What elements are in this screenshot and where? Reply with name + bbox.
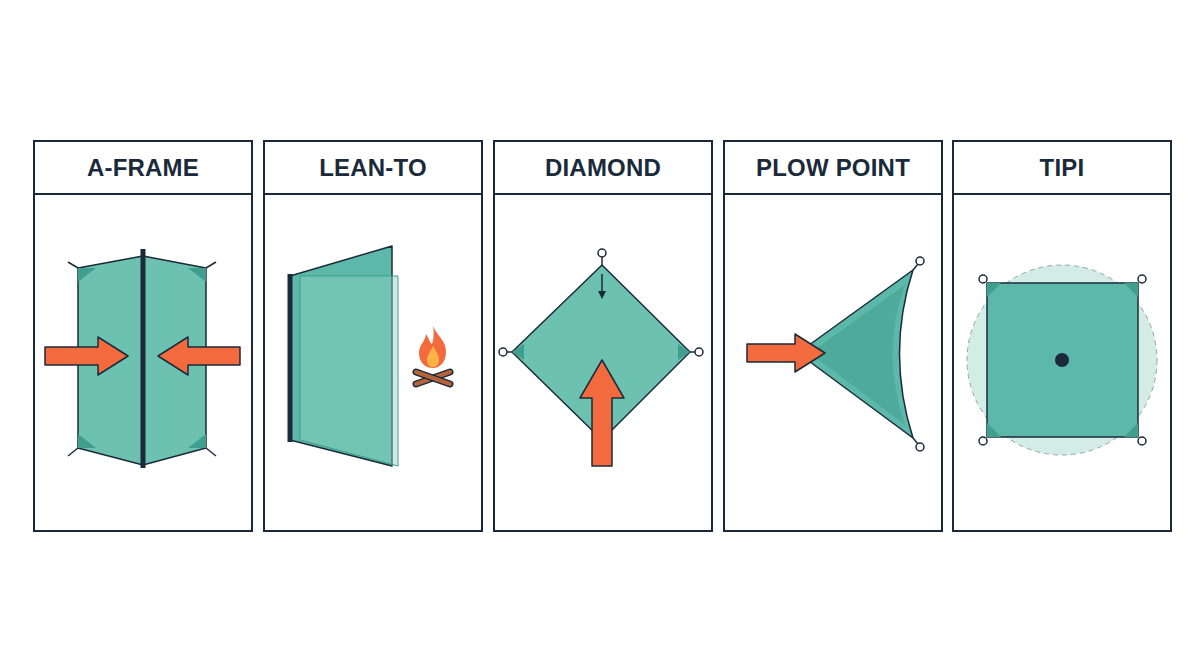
- panel-title: PLOW POINT: [756, 154, 910, 182]
- panel-title: A-FRAME: [87, 154, 199, 182]
- panel-header: TIPI: [954, 142, 1170, 195]
- panel-title: LEAN-TO: [319, 154, 427, 182]
- panel-title: TIPI: [1040, 154, 1085, 182]
- panel-header: DIAMOND: [495, 142, 711, 195]
- panel-header: A-FRAME: [35, 142, 251, 195]
- panel-header: LEAN-TO: [265, 142, 481, 195]
- shelter-panel: LEAN-TO: [263, 140, 483, 532]
- shelter-panel: A-FRAME: [33, 140, 253, 532]
- shelter-panel: TIPI: [952, 140, 1172, 532]
- campfire-icon: [416, 326, 450, 384]
- a-frame-tarp: [45, 249, 240, 468]
- diamond-tarp: [499, 249, 703, 466]
- panel-title: DIAMOND: [545, 154, 661, 182]
- shelter-panel: PLOW POINT: [723, 140, 943, 532]
- lean-to-tarp: [290, 246, 398, 466]
- tipi-tarp: [967, 265, 1157, 455]
- panel-header: PLOW POINT: [725, 142, 941, 195]
- plow-point-tarp: [747, 257, 924, 451]
- shelter-panel: DIAMOND: [493, 140, 713, 532]
